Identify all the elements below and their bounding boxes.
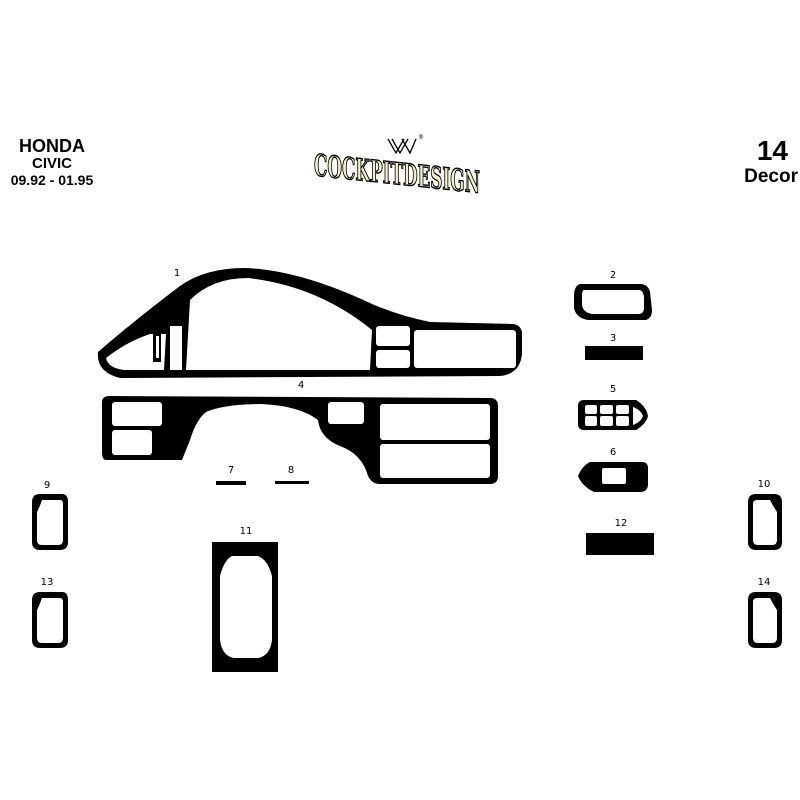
part-5-switch-panel [578, 400, 648, 430]
part-3-strip [585, 346, 643, 360]
part-2-vent-frame [574, 284, 652, 320]
part-14-door-trim [748, 592, 782, 648]
part-label-9: 9 [43, 480, 51, 491]
part-4-center-console-trim [102, 396, 498, 484]
part-label-2: 2 [609, 270, 617, 281]
part-1-dashboard-trim [97, 268, 522, 378]
piece-type: Decor [744, 166, 798, 187]
part-label-8: 8 [287, 465, 295, 476]
part-6-switch-bezel [578, 462, 648, 492]
piece-count-info: 14 Decor [678, 136, 800, 188]
part-label-1: 1 [173, 268, 181, 279]
vehicle-info: HONDA CIVIC 09.92 - 01.95 [0, 136, 104, 189]
part-label-11: 11 [239, 526, 253, 537]
vehicle-make: HONDA [19, 136, 85, 156]
part-label-13: 13 [40, 577, 54, 588]
logo-emblem-icon [387, 138, 417, 155]
part-7-strip [216, 481, 246, 485]
vehicle-years: 09.92 - 01.95 [10, 172, 94, 188]
part-12-panel [586, 533, 654, 555]
part-label-3: 3 [609, 333, 617, 344]
part-label-7: 7 [227, 465, 235, 476]
logo-registered-mark: ® [418, 134, 424, 141]
part-label-12: 12 [614, 518, 628, 529]
part-label-4: 4 [297, 380, 305, 391]
part-label-6: 6 [609, 447, 617, 458]
part-13-door-trim [32, 592, 68, 648]
part-11-shifter-surround [212, 542, 278, 672]
part-label-5: 5 [609, 384, 617, 395]
part-8-strip [275, 481, 309, 484]
cockpitdesign-logo: ® COCKPITDESIGN [310, 125, 485, 210]
part-10-door-trim [748, 494, 782, 550]
piece-count: 14 [756, 135, 788, 166]
logo-graphic: ® COCKPITDESIGN [313, 134, 480, 202]
vehicle-model: CIVIC [31, 155, 72, 172]
part-9-door-trim [32, 494, 68, 550]
part-label-14: 14 [757, 577, 771, 588]
part-label-10: 10 [757, 479, 771, 490]
